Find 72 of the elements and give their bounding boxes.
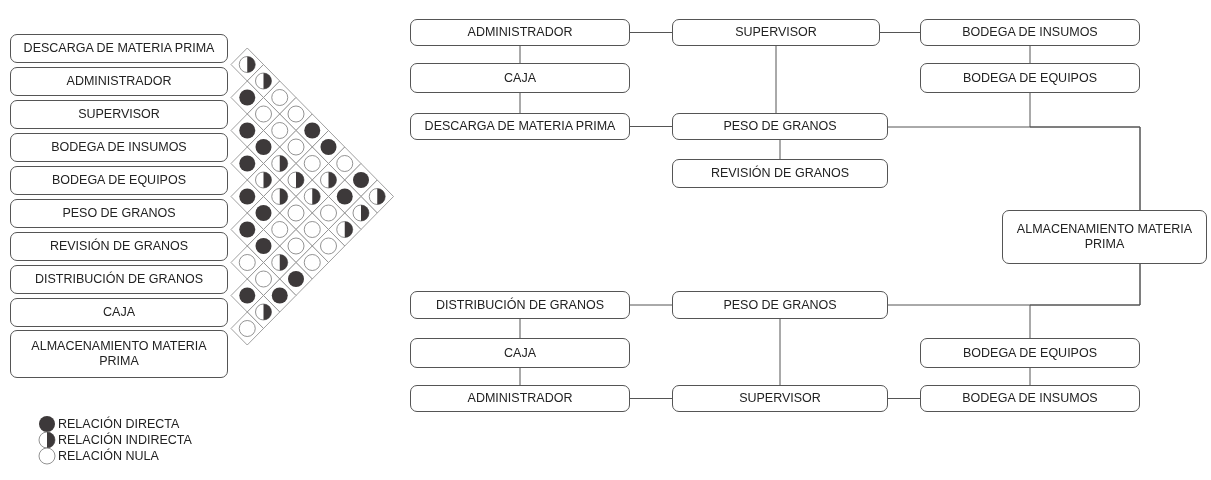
connector-line	[879, 32, 921, 33]
area-name: ADMINISTRADOR	[466, 391, 574, 406]
connector-line	[779, 318, 781, 386]
connector-line	[779, 139, 781, 160]
area-box	[672, 159, 888, 188]
area-box	[672, 113, 888, 140]
area-name: PESO DE GRANOS	[722, 119, 838, 134]
area-name: BODEGA DE EQUIPOS	[961, 70, 1099, 86]
area-box	[672, 291, 888, 319]
connector-line	[519, 92, 521, 114]
area-name: BODEGA DE INSUMOS	[961, 25, 1099, 40]
connector-line	[629, 304, 673, 306]
connector-line	[1029, 45, 1031, 64]
connector-line	[629, 126, 673, 127]
area-box	[410, 338, 630, 368]
area-name: ADMINISTRADOR	[65, 74, 173, 89]
area-name: CAJA	[102, 305, 136, 320]
area-name: PESO DE GRANOS	[722, 297, 838, 313]
area-box	[1002, 210, 1207, 264]
area-name: REVISIÓN DE GRANOS	[709, 166, 851, 181]
area-box	[672, 19, 880, 46]
area-box	[410, 63, 630, 93]
area-box	[920, 63, 1140, 93]
area-name: CAJA	[503, 70, 537, 86]
area-name: CAJA	[503, 345, 537, 361]
connector-line	[629, 398, 673, 399]
area-name: ALMACENAMIENTO MATERIA PRIMA	[1015, 222, 1194, 252]
area-box	[410, 385, 630, 412]
connector-line	[519, 318, 521, 339]
area-name: ADMINISTRADOR	[466, 25, 574, 40]
list-item-box	[10, 298, 228, 327]
area-name: BODEGA DE INSUMOS	[961, 391, 1099, 406]
area-name: REVISIÓN DE GRANOS	[48, 239, 190, 254]
connector-line	[1029, 92, 1141, 211]
connector-line	[1029, 263, 1141, 339]
legend-label: RELACIÓN NULA	[58, 449, 159, 463]
area-name: BODEGA DE EQUIPOS	[961, 345, 1099, 361]
area-box	[920, 19, 1140, 46]
area-name: DISTRIBUCIÓN DE GRANOS	[33, 272, 205, 287]
connector-line	[519, 367, 521, 386]
list-item-box	[10, 133, 228, 162]
list-item-box	[10, 265, 228, 294]
list-item-box	[10, 232, 228, 261]
area-name: ALMACENAMIENTO MATERIA PRIMA	[30, 339, 208, 369]
area-name: BODEGA DE INSUMOS	[50, 140, 188, 155]
list-item-box	[10, 199, 228, 228]
connector-line	[629, 32, 673, 33]
area-name: DESCARGA DE MATERIA PRIMA	[22, 41, 216, 56]
area-box	[410, 19, 630, 46]
area-name: BODEGA DE EQUIPOS	[50, 173, 188, 188]
list-item-box	[10, 34, 228, 63]
area-box	[920, 338, 1140, 368]
area-name: SUPERVISOR	[738, 391, 822, 406]
area-name: PESO DE GRANOS	[61, 206, 177, 221]
list-item-box	[10, 166, 228, 195]
area-name: SUPERVISOR	[734, 25, 818, 40]
connector-line	[1029, 367, 1031, 386]
area-box	[672, 385, 888, 412]
list-item-box	[10, 100, 228, 129]
legend-label: RELACIÓN INDIRECTA	[58, 433, 192, 447]
list-item-box	[10, 67, 228, 96]
area-box	[410, 113, 630, 140]
connector-line	[775, 45, 777, 114]
area-name: DISTRIBUCIÓN DE GRANOS	[434, 297, 606, 313]
list-item-box	[10, 330, 228, 378]
legend-label: RELACIÓN DIRECTA	[58, 417, 180, 431]
connector-line	[887, 398, 921, 399]
area-name: SUPERVISOR	[77, 107, 161, 122]
area-name: DESCARGA DE MATERIA PRIMA	[423, 119, 617, 134]
area-box	[410, 291, 630, 319]
area-box	[920, 385, 1140, 412]
connector-line	[519, 45, 521, 64]
